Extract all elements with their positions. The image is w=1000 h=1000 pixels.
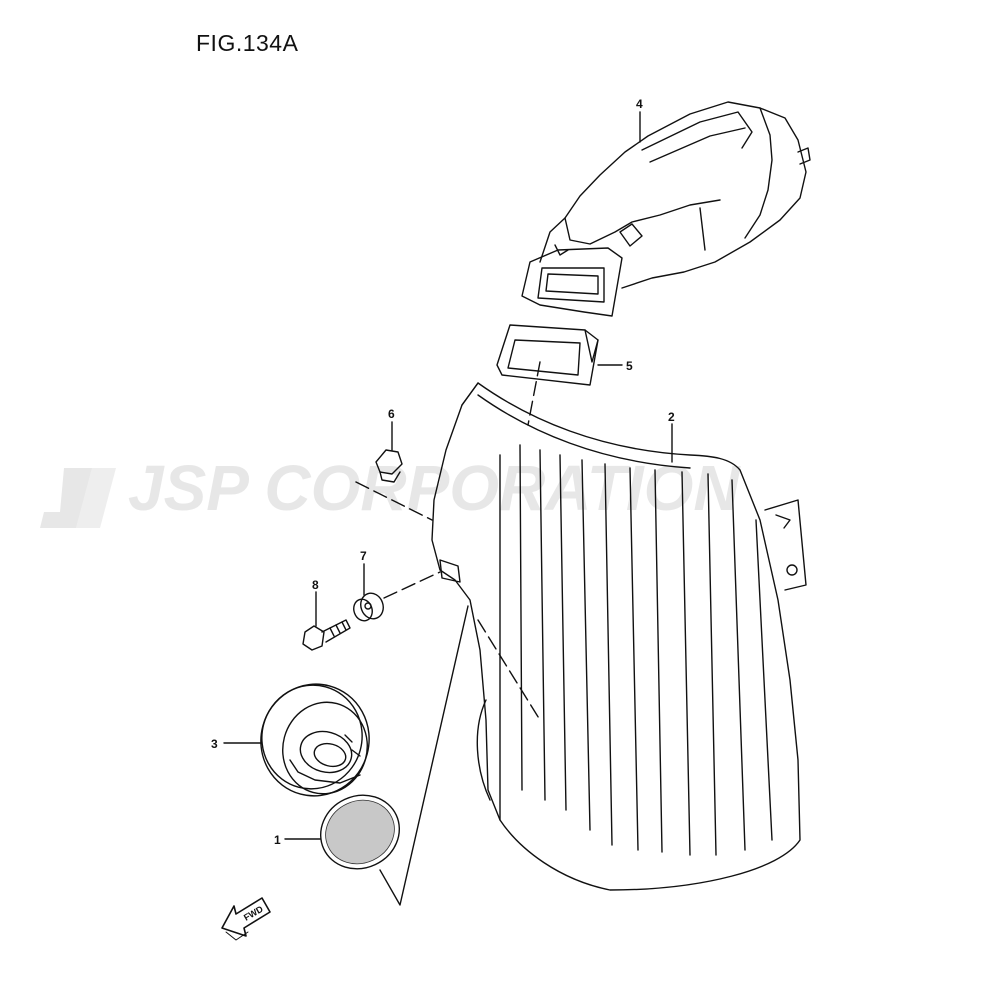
leader-lines: [223, 111, 673, 906]
part-4-air-duct: [521, 101, 811, 317]
watermark-text: JSP CORPORATION: [128, 452, 741, 524]
callout-1: 1: [274, 833, 281, 847]
part-3-lamp-housing: [260, 683, 370, 797]
callout-2: 2: [668, 410, 675, 424]
callout-5: 5: [626, 359, 633, 373]
callout-4: 4: [636, 97, 643, 111]
figure-title: FIG.134A: [196, 30, 299, 56]
part-2-main-cover: [431, 382, 807, 891]
assembly-lines: [355, 361, 541, 721]
callout-6: 6: [388, 407, 395, 421]
callout-3: 3: [211, 737, 218, 751]
part-1-reflector: [319, 794, 401, 870]
part-6-grommet: [375, 449, 403, 483]
callout-8: 8: [312, 578, 319, 592]
watermark-logo-stripe-icon: [76, 468, 116, 528]
fwd-arrow-icon: [221, 897, 271, 941]
part-7-collar: [353, 592, 384, 622]
part-5-duct-seal: [496, 324, 599, 386]
part-8-bolt: [302, 619, 351, 651]
watermark-logo-icon: [40, 468, 92, 528]
watermark: JSP CORPORATION: [40, 452, 741, 528]
callout-7: 7: [360, 549, 367, 563]
